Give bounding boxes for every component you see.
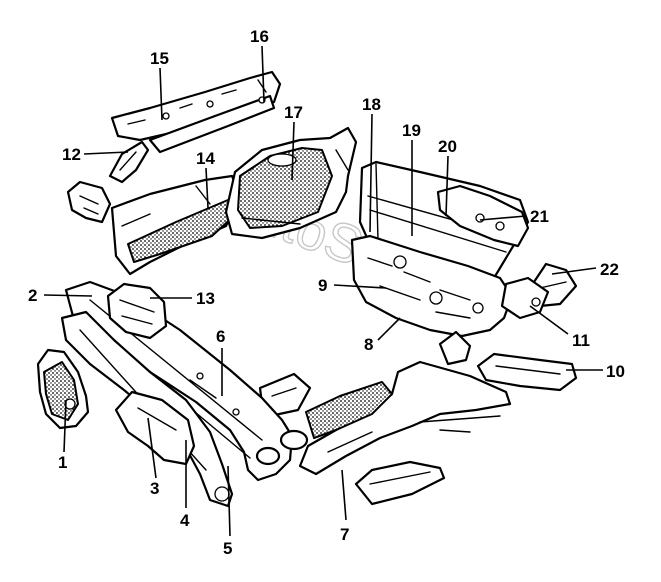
callout-8: 8 — [364, 335, 373, 354]
part-1-front-end-piece — [36, 348, 90, 430]
part-14-wheelhouse-left — [110, 174, 242, 276]
part-20-21-upper-cowl — [436, 184, 530, 248]
callout-16: 16 — [250, 27, 269, 46]
part-mount-left — [66, 180, 112, 224]
callout-4: 4 — [180, 511, 190, 530]
callout-12: 12 — [62, 145, 81, 164]
part-9-bulkhead — [350, 234, 514, 338]
callout-19: 19 — [402, 121, 421, 140]
part-rail-end-bushing — [255, 429, 309, 466]
callout-3: 3 — [150, 479, 159, 498]
callout-11: 11 — [572, 331, 590, 350]
callout-1: 1 — [58, 453, 67, 472]
callout-6: 6 — [216, 327, 225, 346]
callout-13: 13 — [196, 289, 215, 308]
callout-22: 22 — [600, 260, 619, 279]
callout-9: 9 — [318, 276, 327, 295]
part-8-bracket — [438, 330, 472, 366]
callout-14: 14 — [196, 149, 215, 168]
callout-20: 20 — [438, 137, 457, 156]
callout-2: 2 — [28, 286, 37, 305]
callout-17: 17 — [284, 103, 303, 122]
leader-lines — [43, 45, 603, 537]
callout-21: 21 — [530, 207, 549, 226]
callout-numbers: 1 2 3 4 5 6 7 8 9 10 11 12 13 14 15 16 1… — [28, 27, 625, 558]
callout-5: 5 — [223, 539, 232, 558]
part-7-floor-brace — [354, 460, 446, 506]
part-7-lower-rail — [298, 360, 512, 476]
callout-7: 7 — [340, 525, 349, 544]
part-12-bracket — [108, 140, 150, 184]
callout-18: 18 — [362, 95, 381, 114]
part-3-lower-bracket — [114, 390, 196, 466]
callout-10: 10 — [606, 362, 625, 381]
part-11-rail-right — [500, 276, 550, 320]
callout-15: 15 — [150, 49, 169, 68]
part-17-strut-tower — [224, 126, 358, 240]
part-10-rail-extension — [476, 352, 578, 392]
part-upper-rail — [110, 70, 282, 154]
